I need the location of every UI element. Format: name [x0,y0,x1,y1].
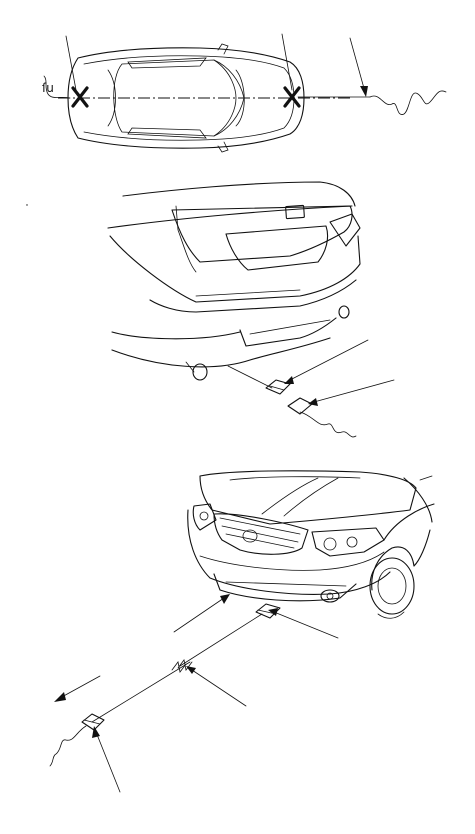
rear-view-panel [26,181,395,438]
top-view-panel: ſu [42,33,447,153]
far-ground-marker [81,713,105,731]
front-mark-x-icon [283,86,301,108]
rear-mark-x-icon [71,86,89,108]
headlight-left [192,503,217,531]
fog-lamp [320,589,340,603]
front-view-panel [49,470,435,793]
license-plate-recess [225,225,329,271]
headlight-right [311,527,385,557]
rear-bumper [109,235,361,303]
top-left-note: ſu [42,81,54,95]
trunk-lid [171,205,353,263]
front-bumper [187,509,391,595]
front-wheel [369,557,415,615]
front-grille [213,513,309,555]
hood [199,470,417,525]
car-top-view-body [67,47,305,149]
front-ground-marker [255,603,281,619]
